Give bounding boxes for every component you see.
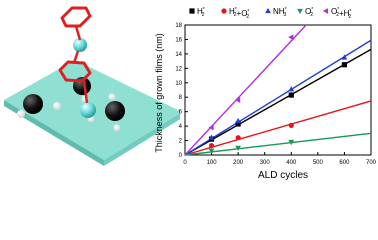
data-point <box>208 124 214 131</box>
data-point <box>235 121 241 127</box>
adsorbed-atom-teal <box>80 102 96 118</box>
legend-label: H*2+O*2 <box>229 7 249 20</box>
legend-label: O*2+H*2 <box>331 7 351 20</box>
y-tick-label: 0 <box>179 153 183 159</box>
legend-marker <box>221 8 227 14</box>
data-point <box>208 143 215 149</box>
x-axis-label: ALD cycles <box>258 170 308 181</box>
y-tick-label: 4 <box>179 124 183 130</box>
data-point <box>288 139 295 146</box>
x-tick-label: 600 <box>339 160 350 166</box>
legend-entry: H*2 <box>189 7 205 18</box>
legend-marker <box>297 8 303 15</box>
legend-entry: O*2+H*2 <box>322 7 351 20</box>
y-tick-label: 16 <box>175 37 182 43</box>
y-tick-label: 8 <box>179 95 183 101</box>
y-tick-label: 12 <box>175 66 182 72</box>
legend-entry: O*2 <box>297 7 313 18</box>
data-point <box>208 134 215 140</box>
data-point <box>235 97 241 103</box>
y-axis-label: Thickness of grown films (nm) <box>154 33 164 153</box>
thickness-vs-ald-cycles-chart: 0 100 200 300 400 500 600 700 0 2 4 6 8 10 12 14 16 18 H*… <box>154 7 377 181</box>
data-point <box>235 117 242 124</box>
surface-atom-white <box>17 110 25 118</box>
legend-marker <box>322 8 329 14</box>
substrate-slab-side <box>104 113 180 166</box>
adsorbed-atom-teal <box>73 38 87 52</box>
y-tick-label: 18 <box>175 23 182 29</box>
fit-line <box>184 39 372 156</box>
fit-line <box>184 24 307 156</box>
surface-atom-white <box>113 124 121 132</box>
y-tick-label: 10 <box>175 81 182 87</box>
surface-atom-dark <box>105 101 125 121</box>
hexagonal-ring-bottom <box>58 60 92 83</box>
substrate-slab-front <box>4 100 104 166</box>
surface-atom-white <box>53 102 61 110</box>
fit-line <box>184 132 372 156</box>
legend-label: O*2 <box>305 7 313 18</box>
data-point <box>235 135 241 141</box>
data-point <box>341 54 348 60</box>
legend-marker <box>265 7 271 14</box>
surface-atom-white <box>108 93 116 101</box>
data-point <box>288 34 294 41</box>
legend-marker <box>189 8 195 14</box>
legend-entry: NH*3 <box>265 7 287 18</box>
data-point <box>288 122 294 128</box>
x-tick-label: 700 <box>366 160 377 166</box>
legend-label: H*2 <box>197 7 205 18</box>
surface-atom-dark <box>23 94 43 114</box>
x-tick-label: 300 <box>260 160 271 166</box>
y-tick-label: 6 <box>179 110 183 116</box>
ring-bond <box>74 25 82 41</box>
x-tick-label: 0 <box>183 160 187 166</box>
y-tick-label: 2 <box>179 139 183 145</box>
legend-label: NH*3 <box>273 7 287 18</box>
data-point <box>341 62 348 68</box>
ring-bond <box>72 50 80 64</box>
ring-bond <box>82 80 89 104</box>
x-tick-label: 500 <box>313 160 324 166</box>
fit-line <box>184 100 372 156</box>
data-point <box>235 145 242 151</box>
data-point <box>288 86 295 92</box>
molecular-surface-illustration <box>4 6 180 166</box>
y-tick-label: 14 <box>175 52 182 58</box>
fit-line <box>184 48 372 156</box>
x-tick-label: 400 <box>286 160 297 166</box>
x-tick-label: 100 <box>207 160 218 166</box>
legend-entry: H*2+O*2 <box>221 7 249 20</box>
x-tick-label: 200 <box>233 160 244 166</box>
plot-frame <box>184 24 372 156</box>
hexagonal-ring-top <box>60 6 92 28</box>
data-point <box>288 92 294 98</box>
data-point <box>208 148 215 154</box>
